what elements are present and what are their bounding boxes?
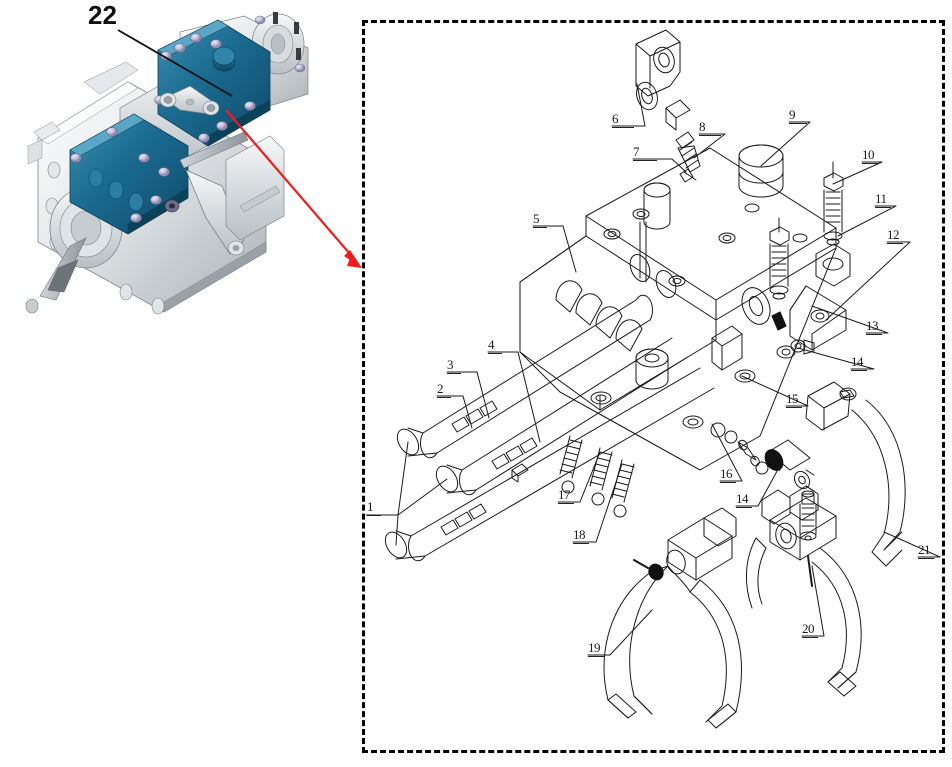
callout-detent-ball: 18	[573, 527, 586, 542]
detail-view-frame	[362, 20, 945, 753]
callout-detent-ball-set: 16	[720, 466, 733, 481]
callout-underline-locating-pin	[851, 370, 867, 371]
callout-detent-spring-seat: 11	[875, 191, 887, 206]
callout-underline-breather-cap	[789, 123, 807, 124]
callout-retaining-washer: 13	[866, 318, 879, 333]
callout-shift-rail-upper: 4	[488, 337, 495, 352]
callout-detent-spring: 17	[558, 487, 571, 502]
callout-shift-cover-housing: 5	[533, 211, 540, 226]
callout-shift-rail-middle: 3	[447, 357, 454, 372]
callout-22: 22	[88, 0, 117, 30]
callout-breather-cap: 9	[789, 107, 796, 122]
callout-fork-set-screw: 20	[802, 621, 815, 636]
callout-shift-rail-ends: 1	[367, 499, 374, 514]
callout-underline-interlock-plate	[887, 243, 903, 244]
callout-shift-fork-left: 19	[588, 640, 601, 655]
callout-interlock-plate: 12	[887, 227, 900, 242]
callout-detent-plunger: 8	[699, 119, 706, 134]
callout-underline-detent-plunger	[699, 135, 721, 136]
callout-underline-shift-rail-lower	[437, 397, 451, 398]
callout-underline-detent-screw	[862, 163, 878, 164]
callout-shift-rail-lower: 2	[437, 381, 444, 396]
callout-underline-shift-fork-left	[588, 656, 604, 657]
callout-shift-fork-right: 21	[918, 542, 931, 557]
callout-underline-detent-ball-set	[720, 482, 736, 483]
callout-underline-shift-rail-upper	[488, 353, 502, 354]
callout-underline-shift-cover-housing	[533, 227, 547, 228]
callout-underline-interlock-pin	[633, 160, 657, 161]
render-svg	[25, 12, 309, 315]
callout-interlock-pin: 7	[633, 144, 640, 159]
callout-underline-shift-fork-right	[918, 558, 934, 559]
callout-underline-detent-spring-seat	[875, 207, 891, 208]
callout-underline-shift-rail-middle	[447, 373, 461, 374]
callout-underline-detent-spring	[558, 503, 574, 504]
callout-underline-detent-ball	[573, 543, 589, 544]
callout-locating-pin: 14	[851, 354, 864, 369]
assembled-3d-render	[8, 10, 348, 320]
callout-underline-interlock-ball	[786, 407, 802, 408]
callout-underline-fork-set-screw	[802, 637, 818, 638]
callout-underline-shift-rail-ends	[367, 515, 381, 516]
shift-cover-blue-front	[69, 113, 189, 235]
left-bracket	[27, 121, 61, 165]
callout-interlock-ball: 15	[786, 391, 799, 406]
callout-underline-shift-lever-bracket	[612, 127, 634, 128]
callout-shift-lever-bracket: 6	[612, 111, 619, 126]
callout-underline-retaining-washer	[866, 334, 882, 335]
callout-detent-screw: 10	[862, 147, 875, 162]
callout-underline-locating-pin-lower	[736, 507, 752, 508]
callout-locating-pin-lower: 14	[736, 491, 749, 506]
